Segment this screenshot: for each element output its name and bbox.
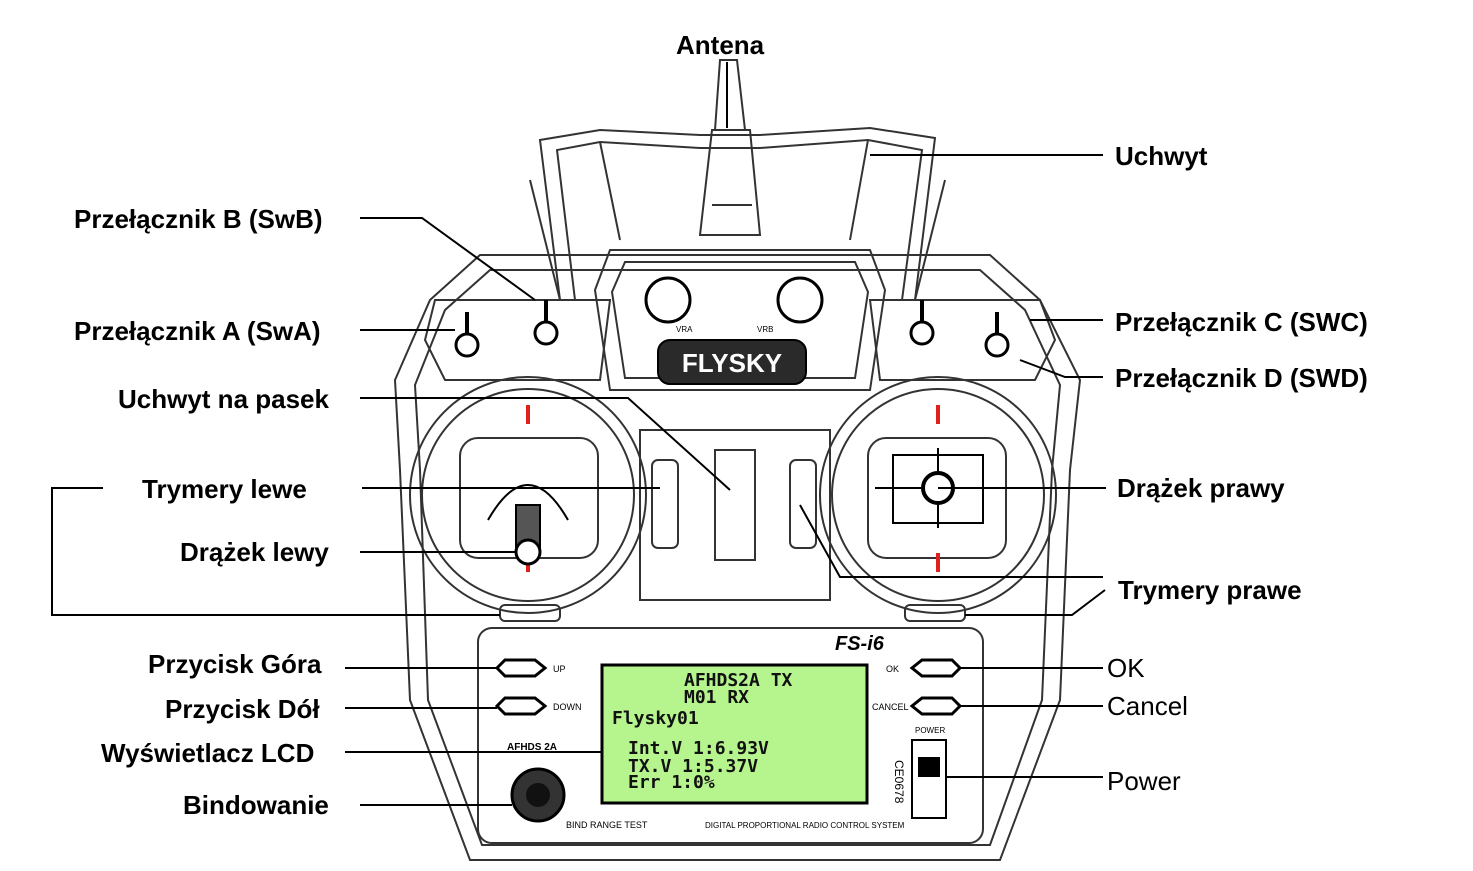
label-power: Power: [1107, 766, 1181, 796]
leader-switch-d: [1019, 359, 1103, 378]
lcd-screen: [600, 663, 869, 805]
switch-c-icon: [909, 300, 935, 346]
right-trim-horizontal: [904, 604, 966, 622]
leader-left-trim-horizontal: [51, 487, 500, 616]
label-switch-a: Przełącznik A (SwA): [74, 316, 321, 346]
cancel-button-caption: CANCEL: [872, 702, 909, 712]
label-switch-b: Przełącznik B (SwB): [74, 204, 323, 234]
lcd-line-1: AFHDS2A TX: [684, 670, 793, 691]
bottom-caption: DIGITAL PROPORTIONAL RADIO CONTROL SYSTE…: [705, 821, 905, 830]
label-handle: Uchwyt: [1115, 141, 1208, 171]
label-binding: Bindowanie: [183, 790, 329, 820]
left-gimbal-outline: [409, 376, 647, 614]
label-left-trims: Trymery lewe: [142, 474, 307, 504]
left-stick-icon: [487, 484, 569, 566]
label-antenna: Antena: [676, 30, 765, 60]
lcd-line-4: Int.V 1:6.93V: [628, 738, 769, 759]
lcd-line-3: Flysky01: [612, 708, 699, 729]
afhds-badge: AFHDS 2A: [507, 742, 557, 753]
label-lcd: Wyświetlacz LCD: [101, 738, 315, 768]
cancel-button-icon: [909, 696, 963, 716]
label-ok: OK: [1107, 653, 1145, 683]
knob-vrb-icon: [776, 276, 824, 324]
knob-vrb-label: VRB: [757, 325, 773, 334]
leader-strap-holder: [360, 397, 731, 491]
model-name: FS-i6: [835, 633, 885, 655]
knob-vra-label: VRA: [676, 325, 693, 334]
left-trim-horizontal: [499, 604, 561, 622]
power-switch-icon: [911, 739, 947, 819]
right-trim-vertical: [789, 459, 817, 549]
up-button-caption: UP: [553, 664, 566, 674]
knob-vra-icon: [644, 276, 692, 324]
label-right-trims: Trymery prawe: [1118, 575, 1302, 605]
brand-logo: FLYSKY: [682, 348, 782, 378]
switch-d-icon: [984, 312, 1010, 358]
down-button-icon: [494, 696, 548, 716]
leader-switch-b: [360, 217, 536, 301]
switch-a-icon: [454, 312, 480, 358]
label-cancel: Cancel: [1107, 691, 1188, 721]
label-switch-d: Przełącznik D (SWD): [1115, 363, 1368, 393]
label-strap-holder: Uchwyt na pasek: [118, 384, 329, 414]
side-code: CE0678: [892, 760, 906, 804]
up-button-icon: [494, 658, 548, 678]
leader-right-trim-horizontal: [965, 589, 1106, 616]
label-switch-c: Przełącznik C (SWC): [1115, 307, 1368, 337]
front-panel: [477, 627, 984, 844]
switch-b-icon: [533, 300, 559, 346]
ok-button-icon: [909, 658, 963, 678]
right-gimbal-outline: [819, 376, 1057, 614]
label-up-button: Przycisk Góra: [148, 649, 322, 679]
lcd-line-2: M01 RX: [684, 687, 749, 708]
power-caption: POWER: [915, 726, 945, 735]
down-button-caption: DOWN: [553, 702, 582, 712]
label-down-button: Przycisk Dół: [165, 694, 320, 724]
antenna-outline: [698, 59, 762, 236]
label-left-stick: Drążek lewy: [180, 537, 329, 567]
lcd-line-5: TX.V 1:5.37V: [628, 756, 758, 777]
leader-right-trims: [799, 504, 1103, 578]
lcd-line-6: Err 1:0%: [628, 772, 715, 793]
left-trim-vertical: [651, 459, 679, 549]
handle-outline: [529, 126, 946, 301]
ok-button-caption: OK: [886, 664, 899, 674]
bind-caption: BIND RANGE TEST: [566, 820, 648, 830]
label-right-stick: Drążek prawy: [1117, 473, 1285, 503]
